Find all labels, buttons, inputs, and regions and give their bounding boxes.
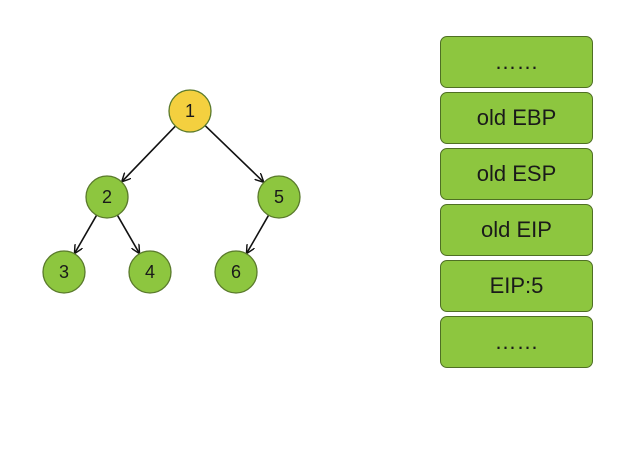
stack-cell-eip: EIP:5 bbox=[440, 260, 593, 312]
call-stack: …… old EBP old ESP old EIP EIP:5 …… bbox=[440, 36, 593, 368]
tree-node-3: 3 bbox=[42, 250, 86, 294]
tree-node-circle bbox=[257, 175, 301, 219]
edge-1-to-5 bbox=[204, 125, 263, 182]
tree-node-5: 5 bbox=[257, 175, 301, 219]
tree-node-circle bbox=[42, 250, 86, 294]
edge-1-to-2 bbox=[122, 125, 176, 181]
edge-2-to-3 bbox=[75, 214, 98, 253]
tree-node-1: 1 bbox=[168, 89, 212, 133]
stack-cell-old-esp: old ESP bbox=[440, 148, 593, 200]
stack-cell-old-eip: old EIP bbox=[440, 204, 593, 256]
edge-2-to-4 bbox=[116, 214, 139, 253]
tree-node-circle bbox=[168, 89, 212, 133]
tree-node-circle bbox=[85, 175, 129, 219]
tree-node-label: 4 bbox=[145, 262, 155, 282]
tree-node-label: 3 bbox=[59, 262, 69, 282]
tree-node-4: 4 bbox=[128, 250, 172, 294]
tree-node-circle bbox=[128, 250, 172, 294]
tree-node-6: 6 bbox=[214, 250, 258, 294]
edge-5-to-6 bbox=[247, 214, 270, 253]
tree-node-2: 2 bbox=[85, 175, 129, 219]
tree-node-circle bbox=[214, 250, 258, 294]
stack-cell-old-ebp: old EBP bbox=[440, 92, 593, 144]
tree-node-label: 1 bbox=[185, 101, 195, 121]
tree-node-label: 2 bbox=[102, 187, 112, 207]
stack-cell-ellipsis-bottom: …… bbox=[440, 316, 593, 368]
tree-node-label: 6 bbox=[231, 262, 241, 282]
tree-node-label: 5 bbox=[274, 187, 284, 207]
stack-cell-ellipsis-top: …… bbox=[440, 36, 593, 88]
